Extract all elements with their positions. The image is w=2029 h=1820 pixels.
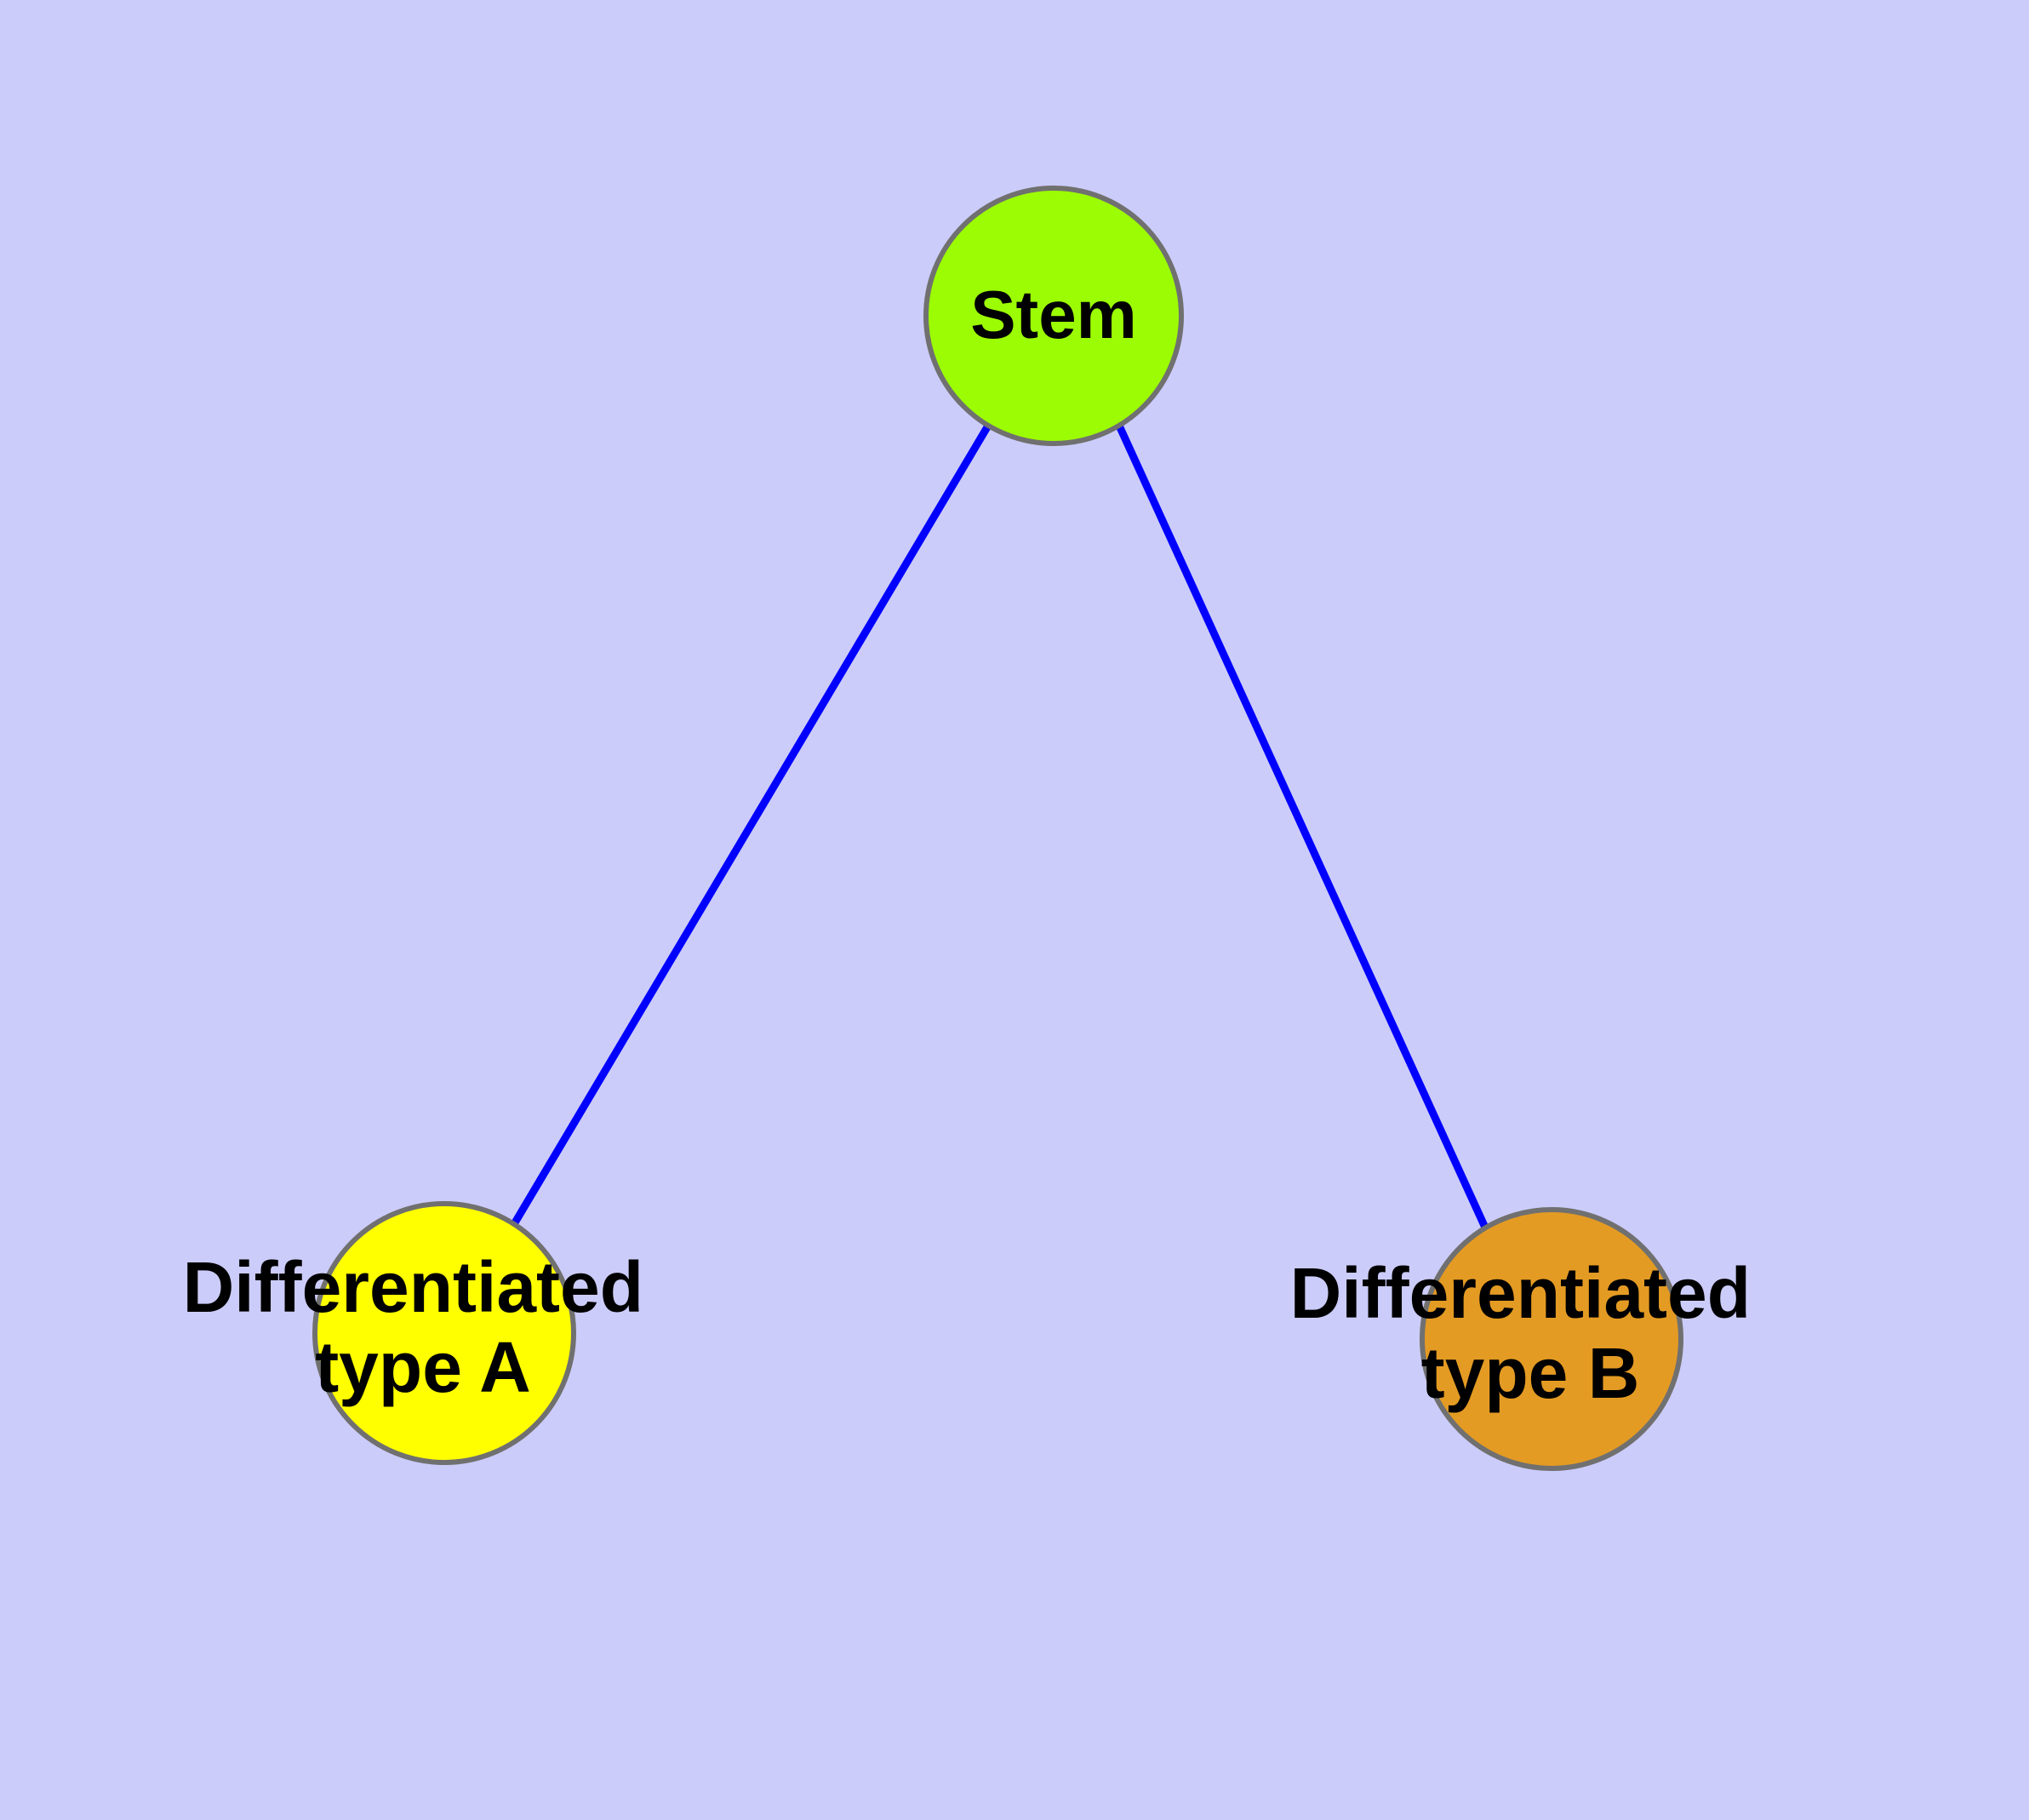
node-stem-label-line-1: Stem	[970, 277, 1137, 352]
node-differentiated-type-a-circle[interactable]	[312, 1201, 576, 1465]
edge-layer	[511, 423, 1489, 1229]
node-differentiated-type-b-label-line-1: Differentiated	[1290, 1253, 1751, 1333]
node-differentiated-type-b-circle[interactable]	[1420, 1207, 1683, 1471]
node-differentiated-type-a-label: Differentiated type A	[183, 1247, 664, 1407]
node-differentiated-type-b-label: Differentiated type B	[1290, 1253, 1771, 1413]
node-differentiated-type-a-label-line-1: Differentiated	[183, 1247, 643, 1327]
node-layer: Stem Differentiated type A Differentiate…	[183, 186, 1771, 1471]
node-stem-label: Stem	[970, 277, 1137, 352]
node-stem-circle[interactable]	[923, 186, 1184, 446]
node-differentiated-type-a-label-line-2: type A	[315, 1327, 531, 1407]
node-stem[interactable]: Stem	[923, 186, 1184, 446]
node-differentiated-type-b-label-line-2: type B	[1421, 1333, 1640, 1413]
node-differentiated-type-b[interactable]: Differentiated type B	[1290, 1207, 1771, 1471]
edge-stem-to-diff-a[interactable]	[511, 423, 992, 1227]
edge-stem-to-diff-b[interactable]	[1115, 424, 1489, 1229]
node-differentiated-type-a[interactable]: Differentiated type A	[183, 1201, 664, 1465]
